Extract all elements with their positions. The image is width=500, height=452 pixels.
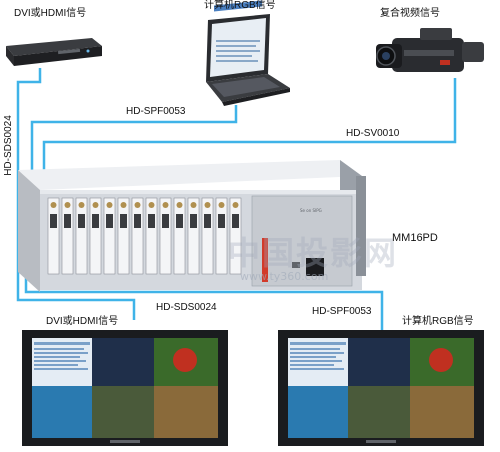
watermark-text: 中国投影网 [228, 234, 399, 272]
cable-laptop [30, 105, 238, 180]
cable-label-top-right: HD-SV0010 [346, 128, 400, 139]
camcorder-label: 复合视频信号 [380, 8, 440, 19]
svg-text:Se on SIPG: Se on SIPG [300, 208, 322, 213]
dvd-player-label: DVI或HDMI信号 [14, 8, 87, 19]
laptop-icon [206, 0, 290, 106]
monitor-icon [22, 330, 228, 446]
cable-label-bottom-right: HD-SPF0053 [312, 306, 372, 317]
cable-label-left-vertical: HD-SDS0024 [2, 115, 14, 176]
device-model-label: MM16PD [392, 232, 438, 244]
camcorder-icon [376, 28, 484, 72]
monitor-icon [278, 330, 484, 446]
cable-label-top-left: HD-SPF0053 [126, 106, 186, 117]
input-cards [47, 197, 242, 275]
left-display-label: DVI或HDMI信号 [46, 316, 119, 327]
cable-camcorder [42, 78, 457, 185]
cable-label-bottom-left: HD-SDS0024 [156, 302, 217, 313]
laptop-label: 计算机RGB信号 [204, 0, 276, 11]
matrix-switcher-chassis: Se on SIPG [18, 160, 366, 292]
dvd-player-icon [6, 38, 102, 66]
watermark-url: www.ty360.com [240, 270, 329, 283]
right-display-label: 计算机RGB信号 [402, 316, 474, 327]
